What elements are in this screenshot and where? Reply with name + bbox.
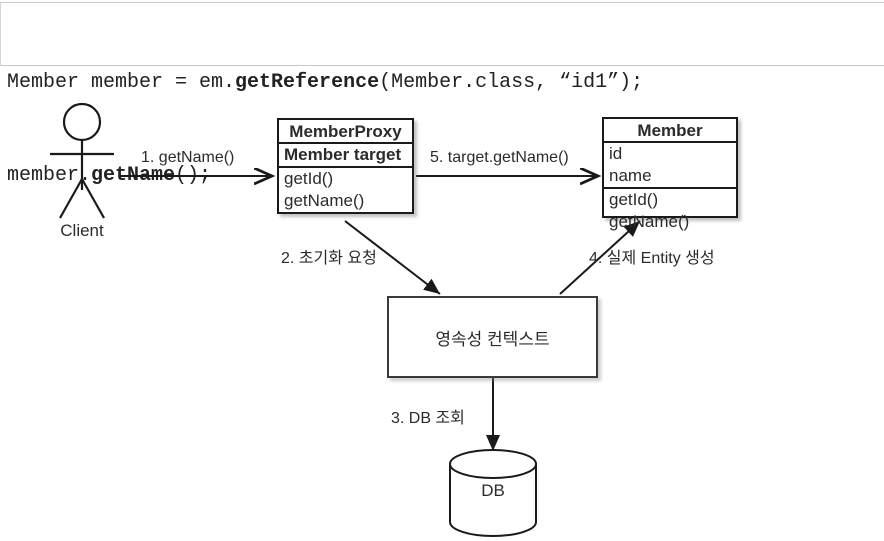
class-operations-member-proxy: getId() getName()	[279, 168, 412, 212]
code-text: Member member = em.	[7, 71, 236, 94]
class-title-member-proxy: MemberProxy	[279, 120, 412, 144]
class-attribute: id	[609, 144, 623, 163]
class-attributes-member: id name	[604, 143, 736, 189]
class-attribute: Member target	[284, 145, 402, 164]
code-text: member.	[7, 164, 92, 187]
class-operation: getId()	[284, 169, 334, 188]
actor-label-client: Client	[60, 221, 104, 240]
code-line-1: Member member = em.getReference(Member.c…	[7, 67, 884, 98]
node-persistence-context[interactable]: 영속성 컨텍스트	[387, 296, 598, 378]
diagram-vector-layer	[50, 102, 641, 537]
edge-label-1: 1. getName()	[141, 149, 235, 166]
code-text: (Member.class, “id1”);	[379, 71, 644, 94]
edge-label-2: 2. 초기화 요청	[281, 250, 377, 267]
edge-label-3: 3. DB 조회	[391, 410, 465, 427]
code-snippet-block: Member member = em.getReference(Member.c…	[0, 2, 884, 187]
edge-2-arrow	[344, 220, 441, 295]
database-label: DB	[481, 481, 505, 500]
class-title-member: Member	[604, 119, 736, 143]
class-box-member[interactable]: Member id name getId() getName()	[602, 117, 738, 231]
uml-sequence-diagram: Client MemberProxy Member target getId()…	[0, 66, 884, 541]
code-text-bold: getReference	[235, 71, 380, 94]
class-box-member-proxy[interactable]: MemberProxy Member target getId() getNam…	[277, 118, 414, 214]
class-attribute: name	[609, 166, 652, 185]
class-operation: getName()	[284, 191, 365, 210]
class-operations-member: getId() getName()	[604, 189, 736, 233]
class-operation: getName()	[609, 212, 690, 231]
class-operation: getId()	[609, 190, 659, 209]
stick-figure-actor-icon	[50, 102, 114, 219]
edge-4-arrow	[559, 220, 641, 295]
persistence-context-label: 영속성 컨텍스트	[435, 329, 550, 349]
edge-label-5: 5. target.getName()	[430, 149, 569, 166]
database-cylinder-icon	[449, 449, 537, 537]
class-attributes-member-proxy: Member target	[279, 144, 412, 168]
edge-label-4: 4. 실제 Entity 생성	[589, 250, 715, 267]
